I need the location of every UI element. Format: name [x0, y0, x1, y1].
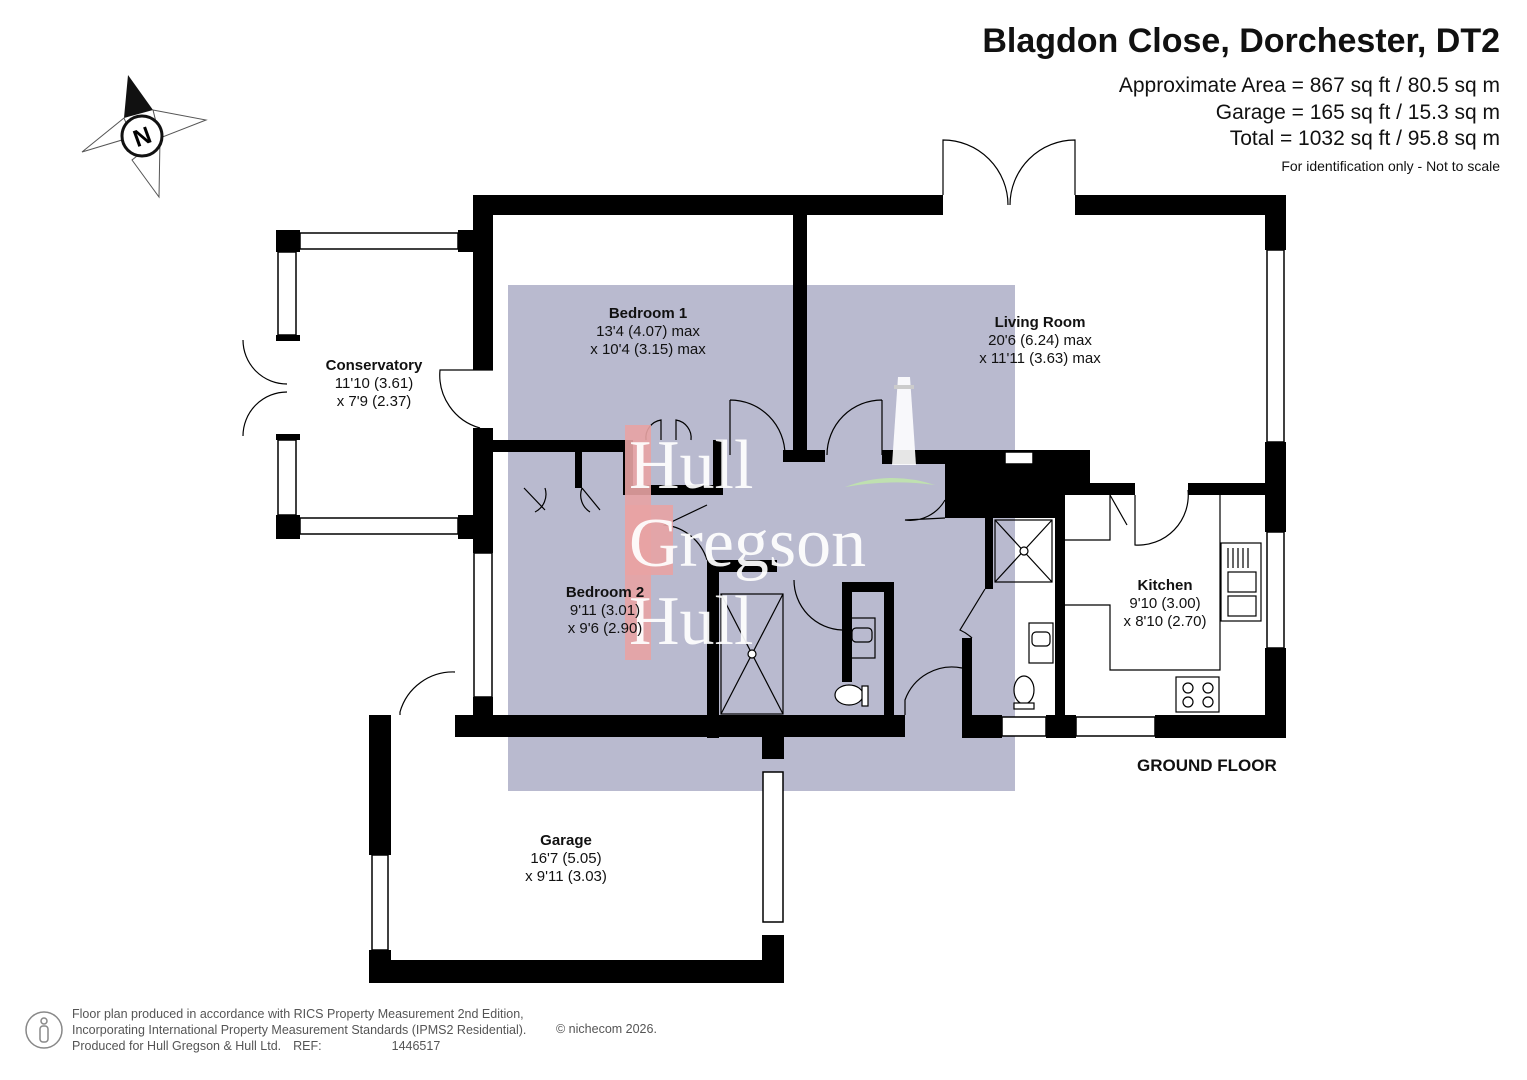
door-swings [242, 139, 1189, 715]
room-bedroom-2: Bedroom 2 9'11 (3.01) x 9'6 (2.90) [566, 584, 644, 638]
watermark-line-2: Gregson [629, 505, 867, 582]
lighthouse-icon [845, 377, 935, 487]
room-dim: x 7'9 (2.37) [336, 393, 412, 410]
watermark-line-3: Hull [629, 583, 754, 660]
room-dim: x 8'10 (2.70) [1123, 613, 1207, 630]
room-dim: x 9'11 (3.03) [525, 868, 607, 885]
room-dim: 20'6 (6.24) max [988, 332, 1092, 349]
room-conservatory: Conservatory 11'10 (3.61) x 7'9 (2.37) [326, 357, 423, 411]
room-dim: x 11'11 (3.63) max [979, 350, 1101, 367]
room-dim: 11'10 (3.61) [334, 375, 414, 392]
room-dim: x 10'4 (3.15) max [590, 341, 706, 358]
ref-value: 1446517 [391, 1039, 441, 1053]
room-name: Conservatory [325, 357, 423, 374]
bathroom-fixtures [720, 519, 1054, 715]
room-bedroom-1: Bedroom 1 13'4 (4.07) max x 10'4 (3.15) … [590, 305, 705, 359]
watermark-logo: Hull Gregson Hull [625, 377, 935, 660]
room-dim: 13'4 (4.07) max [596, 323, 700, 340]
person-info-icon [25, 1011, 63, 1049]
room-living-room: Living Room 20'6 (6.24) max x 11'11 (3.6… [979, 314, 1101, 368]
room-name: Bedroom 1 [608, 305, 688, 322]
watermark-line-1: Hull [629, 427, 754, 504]
room-dim: 9'11 (3.01) [569, 602, 641, 619]
room-name: Living Room [994, 314, 1086, 331]
room-name: Bedroom 2 [565, 584, 645, 601]
room-dim: 9'10 (3.00) [1129, 595, 1201, 612]
compass-icon: N [81, 75, 208, 199]
room-dim: 16'7 (5.05) [530, 850, 602, 867]
footer-line-1: Floor plan produced in accordance with R… [72, 1007, 524, 1021]
room-kitchen: Kitchen 9'10 (3.00) x 8'10 (2.70) [1124, 577, 1207, 631]
total-area: Total = 1032 sq ft / 95.8 sq m [1229, 127, 1500, 150]
footer-line-3: Produced for Hull Gregson & Hull Ltd. [72, 1039, 282, 1053]
copyright: © nichecom 2026. [556, 1022, 657, 1036]
watermark-g-block [625, 505, 673, 575]
walls [276, 195, 1286, 983]
garage-area: Garage = 165 sq ft / 15.3 sq m [1215, 101, 1500, 124]
highlight-area [508, 285, 1015, 791]
room-name: Garage [540, 832, 592, 849]
room-name: Kitchen [1137, 577, 1193, 594]
identification-note: For identification only - Not to scale [1281, 158, 1500, 174]
kitchen-counters [1065, 495, 1262, 713]
floor-label: GROUND FLOOR [1137, 756, 1277, 775]
footer-line-2: Incorporating International Property Mea… [72, 1023, 527, 1037]
room-garage: Garage 16'7 (5.05) x 9'11 (3.03) [525, 832, 607, 886]
windows [277, 232, 1285, 951]
approximate-area: Approximate Area = 867 sq ft / 80.5 sq m [1118, 74, 1500, 97]
room-dim: x 9'6 (2.90) [567, 620, 643, 637]
ref-label: REF: [293, 1039, 322, 1053]
plan-title: Blagdon Close, Dorchester, DT2 [982, 22, 1500, 60]
footer-text: Floor plan produced in accordance with R… [72, 1006, 526, 1054]
